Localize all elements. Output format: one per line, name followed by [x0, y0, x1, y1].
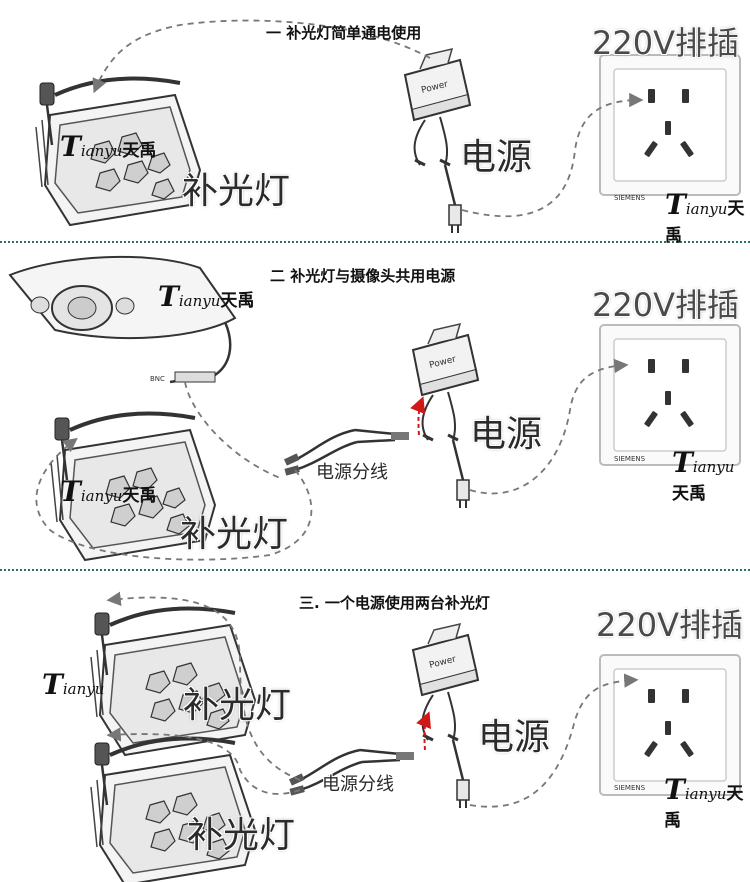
watermark-chars: 天禹: [664, 784, 744, 831]
outlet-1: [599, 54, 741, 196]
section3-light-label-1: 补光灯: [183, 685, 292, 726]
section1-drawing: [34, 19, 741, 235]
watermark-letter: T: [665, 188, 686, 221]
camera: [8, 255, 237, 384]
section-divider-2: [0, 569, 750, 571]
outlet-brand: SIEMENS: [614, 455, 646, 463]
watermark-chars: 天禹: [122, 486, 157, 506]
watermark-letter: T: [42, 668, 63, 701]
section1-light-label: 补光灯: [182, 171, 291, 212]
power-supply-2: [411, 322, 480, 510]
section2-light-label: 补光灯: [180, 514, 289, 555]
watermark-letter: T: [664, 773, 685, 806]
watermark: Tianyu: [42, 668, 104, 701]
watermark: Tianyu天禹: [60, 475, 156, 508]
section-divider-1: [0, 241, 750, 243]
section3-light-label-2: 补光灯: [187, 815, 296, 856]
section3-outlet-label: 220V排插: [596, 606, 743, 644]
watermark-suffix: ianyu: [80, 142, 123, 160]
section2-splitter-label: 电源分线: [316, 462, 388, 483]
watermark: Tianyu天禹: [158, 280, 254, 313]
watermark-chars: 天禹: [122, 141, 157, 161]
section3-drawing: [89, 591, 741, 882]
watermark: Tianyu 天禹: [672, 446, 750, 504]
section1-power-label: 电源: [460, 137, 533, 178]
watermark-letter: T: [60, 475, 81, 508]
section1-title: 一 补光灯简单通电使用: [266, 24, 422, 42]
watermark-suffix: ianyu: [692, 458, 735, 476]
outlet-brand: SIEMENS: [614, 194, 646, 202]
watermark-letter: T: [158, 280, 179, 313]
watermark: Tianyu天禹: [664, 773, 750, 831]
watermark: Tianyu天禹: [665, 188, 750, 246]
outlet-brand: SIEMENS: [614, 784, 646, 792]
section2-drawing: [8, 255, 741, 562]
section1-outlet-label: 220V排插: [592, 24, 739, 62]
section3-splitter-label: 电源分线: [322, 774, 394, 795]
section3-title: 三. 一个电源使用两台补光灯: [299, 594, 490, 612]
watermark-suffix: ianyu: [178, 292, 221, 310]
watermark-suffix: ianyu: [685, 200, 728, 218]
camera-tag: BNC: [150, 375, 165, 383]
section2-outlet-label: 220V排插: [592, 286, 739, 324]
watermark-chars: 天禹: [220, 291, 255, 311]
watermark-letter: T: [672, 446, 693, 479]
watermark-chars: 天禹: [672, 484, 706, 504]
watermark-suffix: ianyu: [80, 487, 123, 505]
section3-power-label: 电源: [478, 717, 551, 758]
watermark-letter: T: [60, 130, 81, 163]
watermark-suffix: ianyu: [62, 680, 105, 698]
power-supply-3: [411, 622, 480, 810]
watermark: Tianyu天禹: [60, 130, 156, 163]
section2-title: 二 补光灯与摄像头共用电源: [270, 267, 456, 285]
watermark-chars: 天禹: [665, 199, 745, 246]
watermark-suffix: ianyu: [684, 785, 727, 803]
section2-power-label: 电源: [470, 414, 543, 455]
outlet-2: [599, 324, 741, 466]
